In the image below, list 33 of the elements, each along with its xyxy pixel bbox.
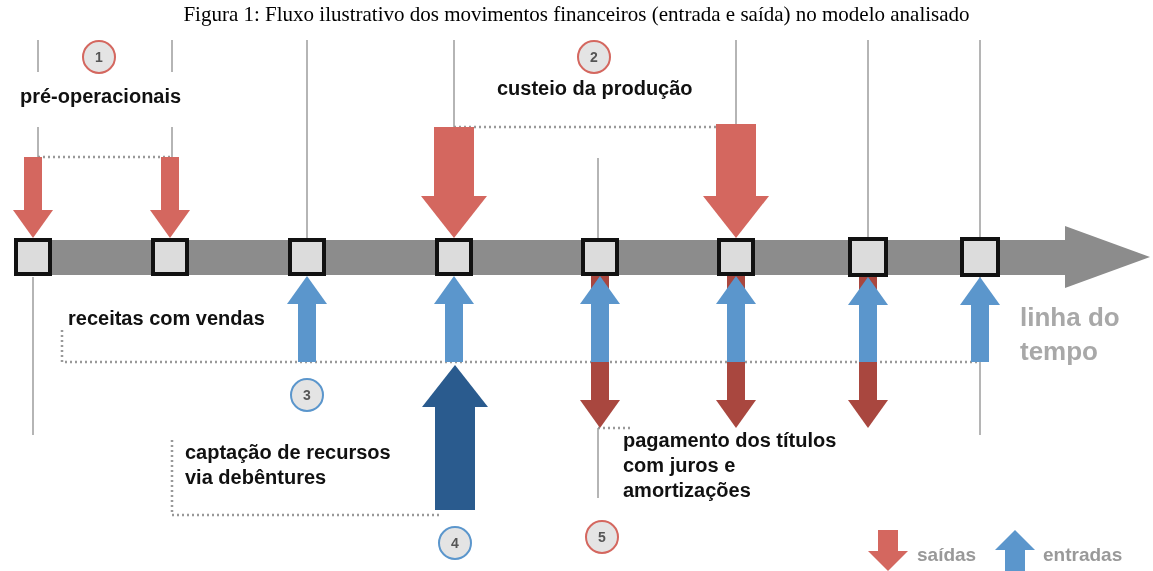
arrow (848, 277, 888, 362)
arrow (421, 127, 487, 238)
annotation-text: custeio da produção (497, 76, 694, 101)
callout-number: 4 (438, 526, 472, 560)
timeline-box (848, 237, 888, 277)
callout-number: 1 (82, 40, 116, 74)
timeline-box (581, 238, 619, 276)
arrow (150, 157, 190, 238)
arrow (716, 276, 756, 362)
callout-number: 5 (585, 520, 619, 554)
timeline-box (288, 238, 326, 276)
figure-title: Figura 1: Fluxo ilustrativo dos movimentos financeiros (entrada e saída) no modelo analisado (182, 2, 971, 27)
arrow (434, 276, 474, 362)
annotation-text: pré-operacionais (20, 84, 183, 109)
timeline-box (435, 238, 473, 276)
annotation-text: captação de recursos via debêntures (185, 440, 392, 490)
arrow (13, 157, 53, 238)
annotation-text: receitas com vendas (68, 306, 266, 331)
annotation-text: pagamento dos títulos com juros e amortizações (623, 428, 838, 503)
timeline-box (151, 238, 189, 276)
arrow (422, 365, 488, 510)
arrow (703, 124, 769, 238)
timeline-box (14, 238, 52, 276)
arrow (580, 276, 620, 362)
callout-number: 2 (577, 40, 611, 74)
callout-number: 3 (290, 378, 324, 412)
timeline-box (960, 237, 1000, 277)
timeline-label: linha do tempo (1020, 301, 1121, 368)
timeline-box (717, 238, 755, 276)
arrow (287, 276, 327, 362)
arrow (960, 277, 1000, 362)
legend-label: entradas (1043, 543, 1123, 567)
legend-label: saídas (917, 543, 977, 567)
